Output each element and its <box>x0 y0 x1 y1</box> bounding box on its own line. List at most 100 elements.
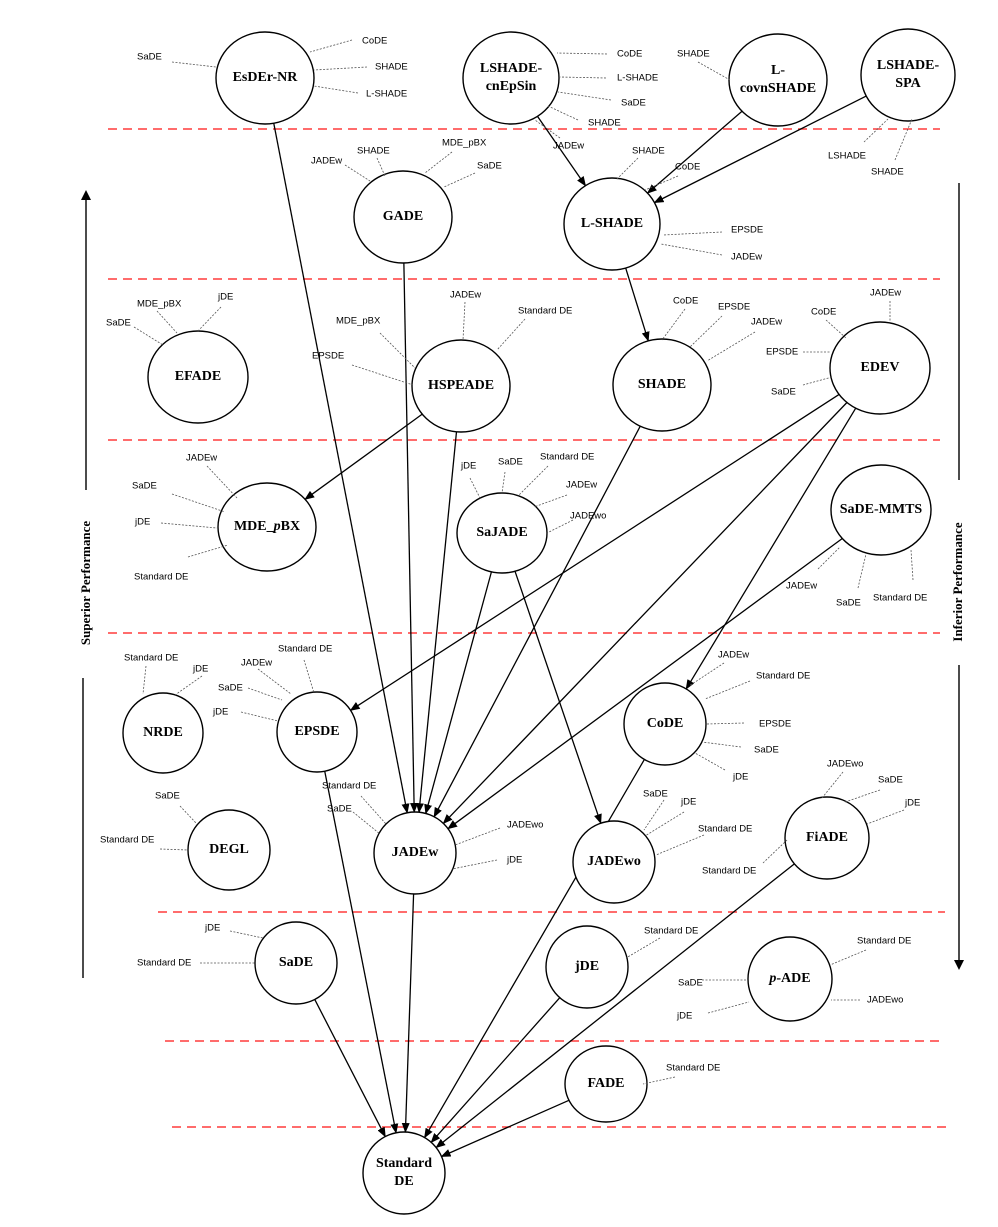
connector-line <box>662 231 723 236</box>
compared-algorithm-label: JADEw <box>870 288 901 299</box>
compared-algorithm-label: JADEw <box>311 156 342 167</box>
edge-sajade-to-jadew <box>424 571 493 815</box>
connector-line <box>257 668 292 695</box>
node-circle <box>623 682 707 766</box>
node-title: SaDE-MMTS <box>840 502 923 517</box>
node-circle <box>411 339 511 433</box>
compared-algorithm-label: JADEw <box>566 480 597 491</box>
edge-edev-to-code <box>685 407 857 690</box>
compared-algorithm-label: JADEwo <box>827 759 863 770</box>
node-title: cnEpSin <box>486 79 537 94</box>
connector-line <box>309 39 353 53</box>
connector-line <box>352 811 381 835</box>
node-circle <box>612 338 712 432</box>
connector-line <box>206 465 238 499</box>
edge-lcovn-to-lshade <box>646 110 743 194</box>
connector-line <box>313 85 359 94</box>
compared-algorithm-label: SaDE <box>327 804 352 815</box>
connector-line <box>625 937 661 959</box>
connector-line <box>451 859 498 870</box>
connector-line <box>546 519 574 534</box>
node-title: EDEV <box>861 360 900 375</box>
node-circle <box>276 691 358 773</box>
connector-line <box>863 118 889 143</box>
node-title: JADEwo <box>587 854 641 869</box>
compared-algorithm-label: SaDE <box>643 789 668 800</box>
connector-line <box>376 157 386 177</box>
connector-line <box>704 680 751 700</box>
connector-line <box>159 848 189 851</box>
connector-line <box>689 315 723 348</box>
node-title: GADE <box>383 209 423 224</box>
connector-line <box>894 118 913 161</box>
compared-algorithm-label: CoDE <box>362 36 387 47</box>
edge-edev-to-jadew <box>442 402 848 825</box>
compared-algorithm-label: jDE <box>904 798 920 809</box>
connector-line <box>547 105 579 121</box>
compared-algorithm-label: JADEw <box>731 252 762 263</box>
compared-algorithm-label: JADEw <box>450 290 481 301</box>
edge-jde-to-stdde <box>430 997 561 1144</box>
node-title: EPSDE <box>294 724 339 739</box>
edge-shade-to-jadew <box>433 425 641 818</box>
node-title: L- <box>771 63 785 78</box>
connector-line <box>829 949 867 966</box>
compared-algorithm-label: SaDE <box>878 775 903 786</box>
compared-algorithm-label: SHADE <box>632 146 665 157</box>
connector-line <box>133 326 164 346</box>
connector-line <box>424 151 453 174</box>
node-title: covnSHADE <box>740 81 816 96</box>
connector-line <box>534 119 561 139</box>
connector-line <box>697 61 731 81</box>
node-circle <box>728 33 828 127</box>
compared-algorithm-label: SaDE <box>498 457 523 468</box>
connector-line <box>313 66 368 71</box>
edge-hspeade-to-jadew <box>415 431 458 814</box>
compared-algorithm-label: EPSDE <box>312 351 344 362</box>
connector-line <box>701 741 742 748</box>
compared-algorithm-label: SaDE <box>155 791 180 802</box>
edge-sade-to-stdde <box>314 999 386 1138</box>
edge-esder-to-jadew <box>273 123 410 814</box>
connector-line <box>557 91 612 101</box>
connector-line <box>469 477 482 501</box>
node-title: NRDE <box>143 725 183 740</box>
connector-line <box>496 318 526 351</box>
compared-algorithm-label: jDE <box>192 664 208 675</box>
connector-line <box>857 553 867 589</box>
compared-algorithm-label: jDE <box>134 517 150 528</box>
connector-line <box>187 544 229 558</box>
connector-line <box>160 522 218 529</box>
compared-algorithm-label: JADEw <box>786 581 817 592</box>
right-axis: Inferior Performance <box>950 183 965 970</box>
node-title: EsDEr-NR <box>233 70 299 85</box>
compared-algorithm-label: Standard DE <box>702 866 756 877</box>
compared-algorithm-label: Standard DE <box>756 671 810 682</box>
node-circle <box>462 31 560 125</box>
node-circle <box>829 321 931 415</box>
node-title: p-ADE <box>768 971 810 986</box>
edges <box>273 95 867 1158</box>
connector-line <box>707 1001 750 1014</box>
compared-algorithm-label: JADEw <box>553 141 584 152</box>
edge-fade-to-stdde <box>440 1099 570 1158</box>
node-circle <box>217 482 317 572</box>
compared-algorithm-label: EPSDE <box>766 347 798 358</box>
connector-line <box>910 549 914 581</box>
node-circle <box>254 921 338 1005</box>
compared-algorithm-label: SaDE <box>754 745 779 756</box>
compared-algorithm-label: EPSDE <box>759 719 791 730</box>
node-circle <box>373 811 457 895</box>
compared-algorithm-label: JADEwo <box>867 995 903 1006</box>
node-circle <box>215 31 315 125</box>
compared-algorithm-label: Standard DE <box>518 306 572 317</box>
